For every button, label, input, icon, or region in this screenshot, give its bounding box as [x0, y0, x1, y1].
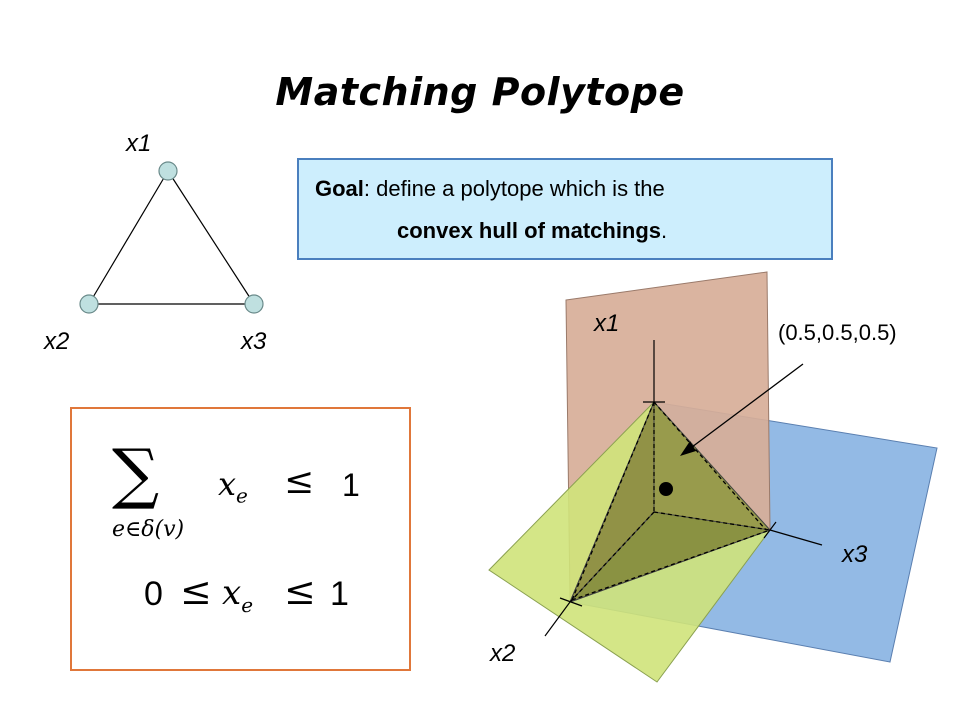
triangle-edge-x1-x2 — [88, 170, 169, 305]
axis-label-x3: x3 — [842, 541, 868, 568]
bound-one: 1 — [330, 575, 349, 613]
axis-tick-x2 — [559, 597, 583, 607]
sum-subscript: e∈δ(v) — [112, 517, 185, 542]
bound-variable: xe — [222, 573, 253, 617]
goal-bold-word: Goal — [315, 176, 364, 201]
polytope-hidden-edge — [571, 529, 771, 601]
axis-tick-x3 — [763, 521, 777, 539]
sum-variable: xe — [218, 465, 248, 507]
sum-variable-sub: e — [236, 483, 248, 508]
point-arrow-line — [687, 363, 804, 451]
bound-zero: 0 — [144, 575, 163, 613]
goal-box: Goal: define a polytope which is the con… — [297, 158, 833, 260]
triangle-vertex-label-x3: x3 — [241, 328, 267, 355]
sum-variable-x: x — [218, 465, 237, 503]
triangle-vertex-label-x2: x2 — [44, 328, 70, 355]
triangle-node-x2 — [79, 294, 99, 314]
formula-box: ∑ e∈δ(v) xe ≤ 1 0 ≤ xe ≤ 1 — [70, 407, 411, 671]
triangle-node-x3 — [244, 294, 264, 314]
axis-label-x1: x1 — [594, 310, 620, 337]
bound-leq-left: ≤ — [180, 569, 212, 613]
polytope-hidden-edge — [653, 511, 771, 531]
goal-line-2-bold: convex hull of matchings — [397, 218, 662, 243]
axis-label-x2: x2 — [490, 640, 516, 667]
point-label: (0.5,0.5,0.5) — [778, 320, 897, 345]
page-title: Matching Polytope — [275, 70, 685, 114]
sum-leq-symbol: ≤ — [284, 461, 315, 502]
polytope-hidden-edge — [571, 401, 655, 601]
goal-line-1-text: : define a polytope which is the — [363, 176, 665, 201]
polytope-hidden-edge — [653, 401, 767, 531]
axis-x2 — [544, 601, 571, 637]
bound-leq-right: ≤ — [284, 569, 316, 613]
axis-x3 — [769, 529, 823, 546]
triangle-edge-x1-x3 — [167, 170, 255, 305]
triangle-node-x1 — [158, 161, 178, 181]
point-arrow-head — [680, 441, 696, 456]
triangle-vertex-label-x1: x1 — [126, 130, 152, 157]
goal-line-2: convex hull of matchings. — [397, 218, 667, 244]
half-point — [659, 482, 673, 496]
goal-line-2-end: . — [661, 218, 668, 243]
bound-variable-sub: e — [241, 592, 254, 617]
goal-line-1: Goal: define a polytope which is the — [315, 176, 665, 202]
bound-variable-x: x — [222, 573, 242, 613]
sum-symbol: ∑ — [112, 435, 160, 512]
sum-bound-one: 1 — [342, 467, 360, 503]
